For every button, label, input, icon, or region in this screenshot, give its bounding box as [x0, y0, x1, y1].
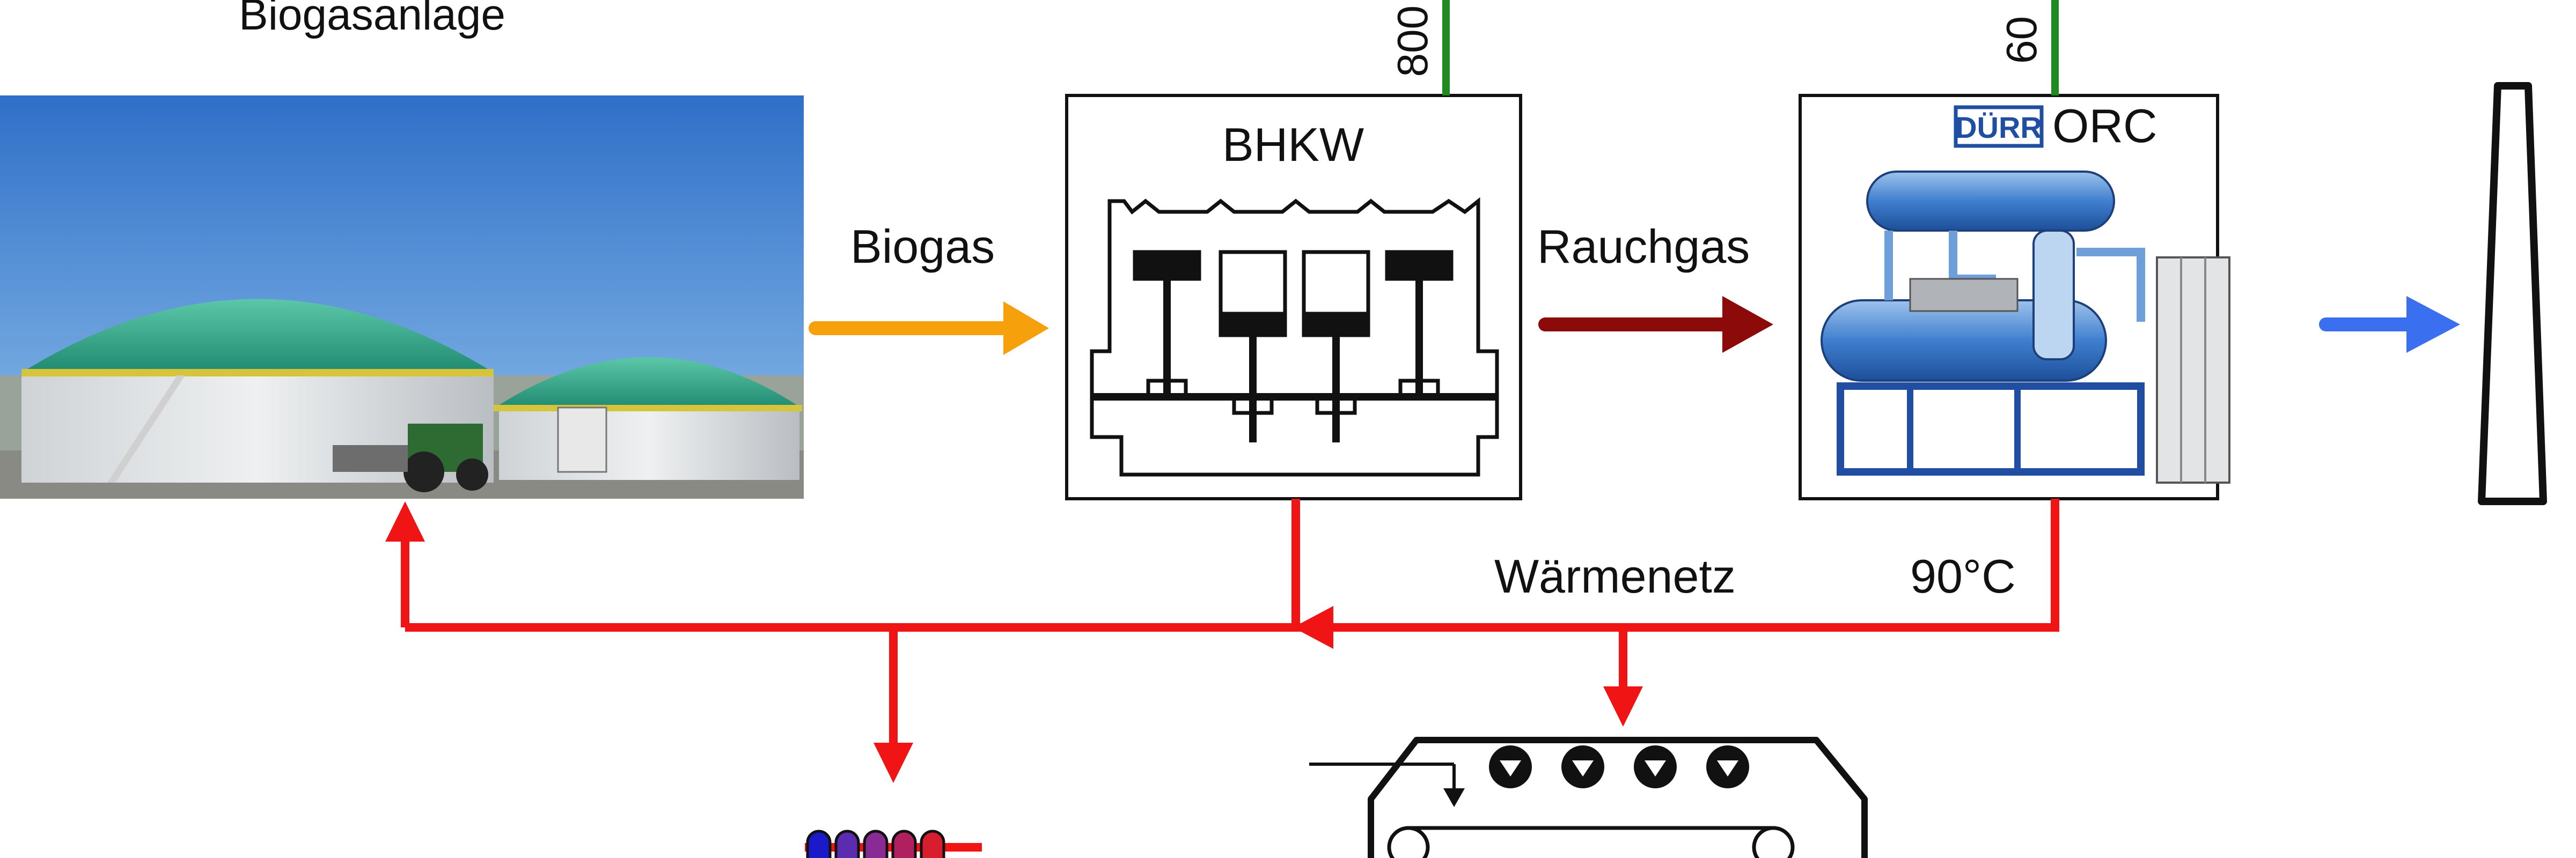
- orc-unit-icon: [1821, 171, 2230, 484]
- biogas-arrow: [809, 301, 1049, 355]
- temperature-label: 90°C: [1910, 550, 2016, 603]
- flue-gas-label: Rauchgas: [1537, 220, 1750, 273]
- svg-text:DÜRR: DÜRR: [1955, 110, 2042, 144]
- biogas-plant-title: Biogasanlage: [239, 0, 505, 39]
- heat-arrow-flow: [1293, 606, 1333, 649]
- heat-network-lines: [401, 499, 2059, 748]
- biogas-plant-photo: [0, 95, 804, 499]
- exhaust-arrow: [2319, 296, 2460, 353]
- biogas-label: Biogas: [850, 220, 995, 273]
- chp-box: [1065, 94, 1522, 500]
- heat-arrow-to-dryer: [1603, 686, 1643, 727]
- radiator-icon: [805, 830, 982, 858]
- belt-dryer-icon: [1309, 737, 1868, 858]
- chp-title: BHKW: [1222, 118, 1364, 171]
- heat-arrow-to-plant: [385, 501, 425, 542]
- orc-power-value: 60: [1998, 16, 2045, 64]
- orc-title: ORC: [2052, 99, 2157, 152]
- heat-arrow-to-radiator: [874, 743, 913, 783]
- chp-power-value: 800: [1389, 5, 1436, 77]
- engine-pistons-icon: [1090, 197, 1499, 477]
- chimney-stack-icon: [2478, 82, 2547, 505]
- flue-gas-arrow: [1538, 296, 1773, 353]
- duerr-logo: DÜRR: [1954, 105, 2044, 148]
- heat-network-label: Wärmenetz: [1494, 550, 1736, 603]
